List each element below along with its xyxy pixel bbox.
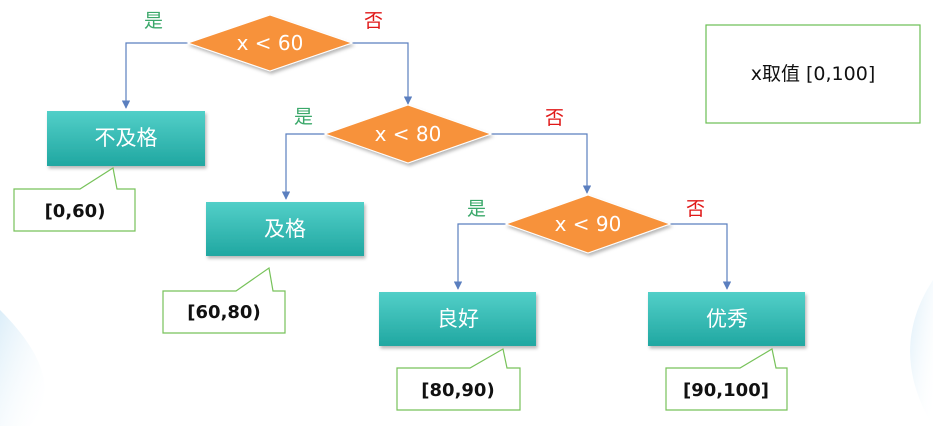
connectors xyxy=(121,42,732,290)
no-label-1: 否 xyxy=(364,10,383,32)
info-box: x取值 [0,100] xyxy=(705,24,921,124)
connector-d3-yes xyxy=(453,223,506,290)
decision-node-3: x < 90 xyxy=(504,194,672,254)
range-label-1: [0,60) xyxy=(45,201,106,222)
yes-label-2: 是 xyxy=(294,106,313,128)
result-node-1: 不及格 xyxy=(47,111,205,166)
range-callout-2: [60,80) xyxy=(162,266,286,334)
range-callout-3: [80,90) xyxy=(396,348,521,411)
info-box-text: x取值 [0,100] xyxy=(751,63,876,85)
result-label-4: 优秀 xyxy=(706,307,748,331)
result-node-2: 及格 xyxy=(206,202,364,256)
result-label-1: 不及格 xyxy=(95,126,158,150)
range-label-3: [80,90) xyxy=(421,380,494,401)
result-label-2: 及格 xyxy=(264,217,306,241)
result-label-3: 良好 xyxy=(437,307,479,331)
background-swirl-right xyxy=(910,280,933,426)
result-node-4: 优秀 xyxy=(648,292,805,346)
decision-node-2: x < 80 xyxy=(323,104,493,164)
decision-condition-3: x < 90 xyxy=(555,212,622,236)
background-swirl-left xyxy=(0,310,45,426)
range-callout-4: [90,100] xyxy=(665,348,788,411)
connector-d2-yes xyxy=(281,133,325,200)
connector-d1-yes xyxy=(121,42,188,109)
no-label-2: 否 xyxy=(545,107,564,129)
yes-label-3: 是 xyxy=(467,198,486,220)
connector-d3-no xyxy=(670,223,732,290)
no-label-3: 否 xyxy=(686,198,705,220)
connector-d2-no xyxy=(491,133,592,194)
yes-label-1: 是 xyxy=(144,10,163,32)
range-callout-1: [0,60) xyxy=(13,167,136,232)
connector-d1-no xyxy=(352,42,413,105)
decision-condition-1: x < 60 xyxy=(237,31,304,55)
decision-condition-2: x < 80 xyxy=(375,122,442,146)
decision-node-1: x < 60 xyxy=(186,14,354,72)
range-label-4: [90,100] xyxy=(683,380,769,401)
result-node-3: 良好 xyxy=(379,292,536,346)
range-label-2: [60,80) xyxy=(187,302,260,323)
